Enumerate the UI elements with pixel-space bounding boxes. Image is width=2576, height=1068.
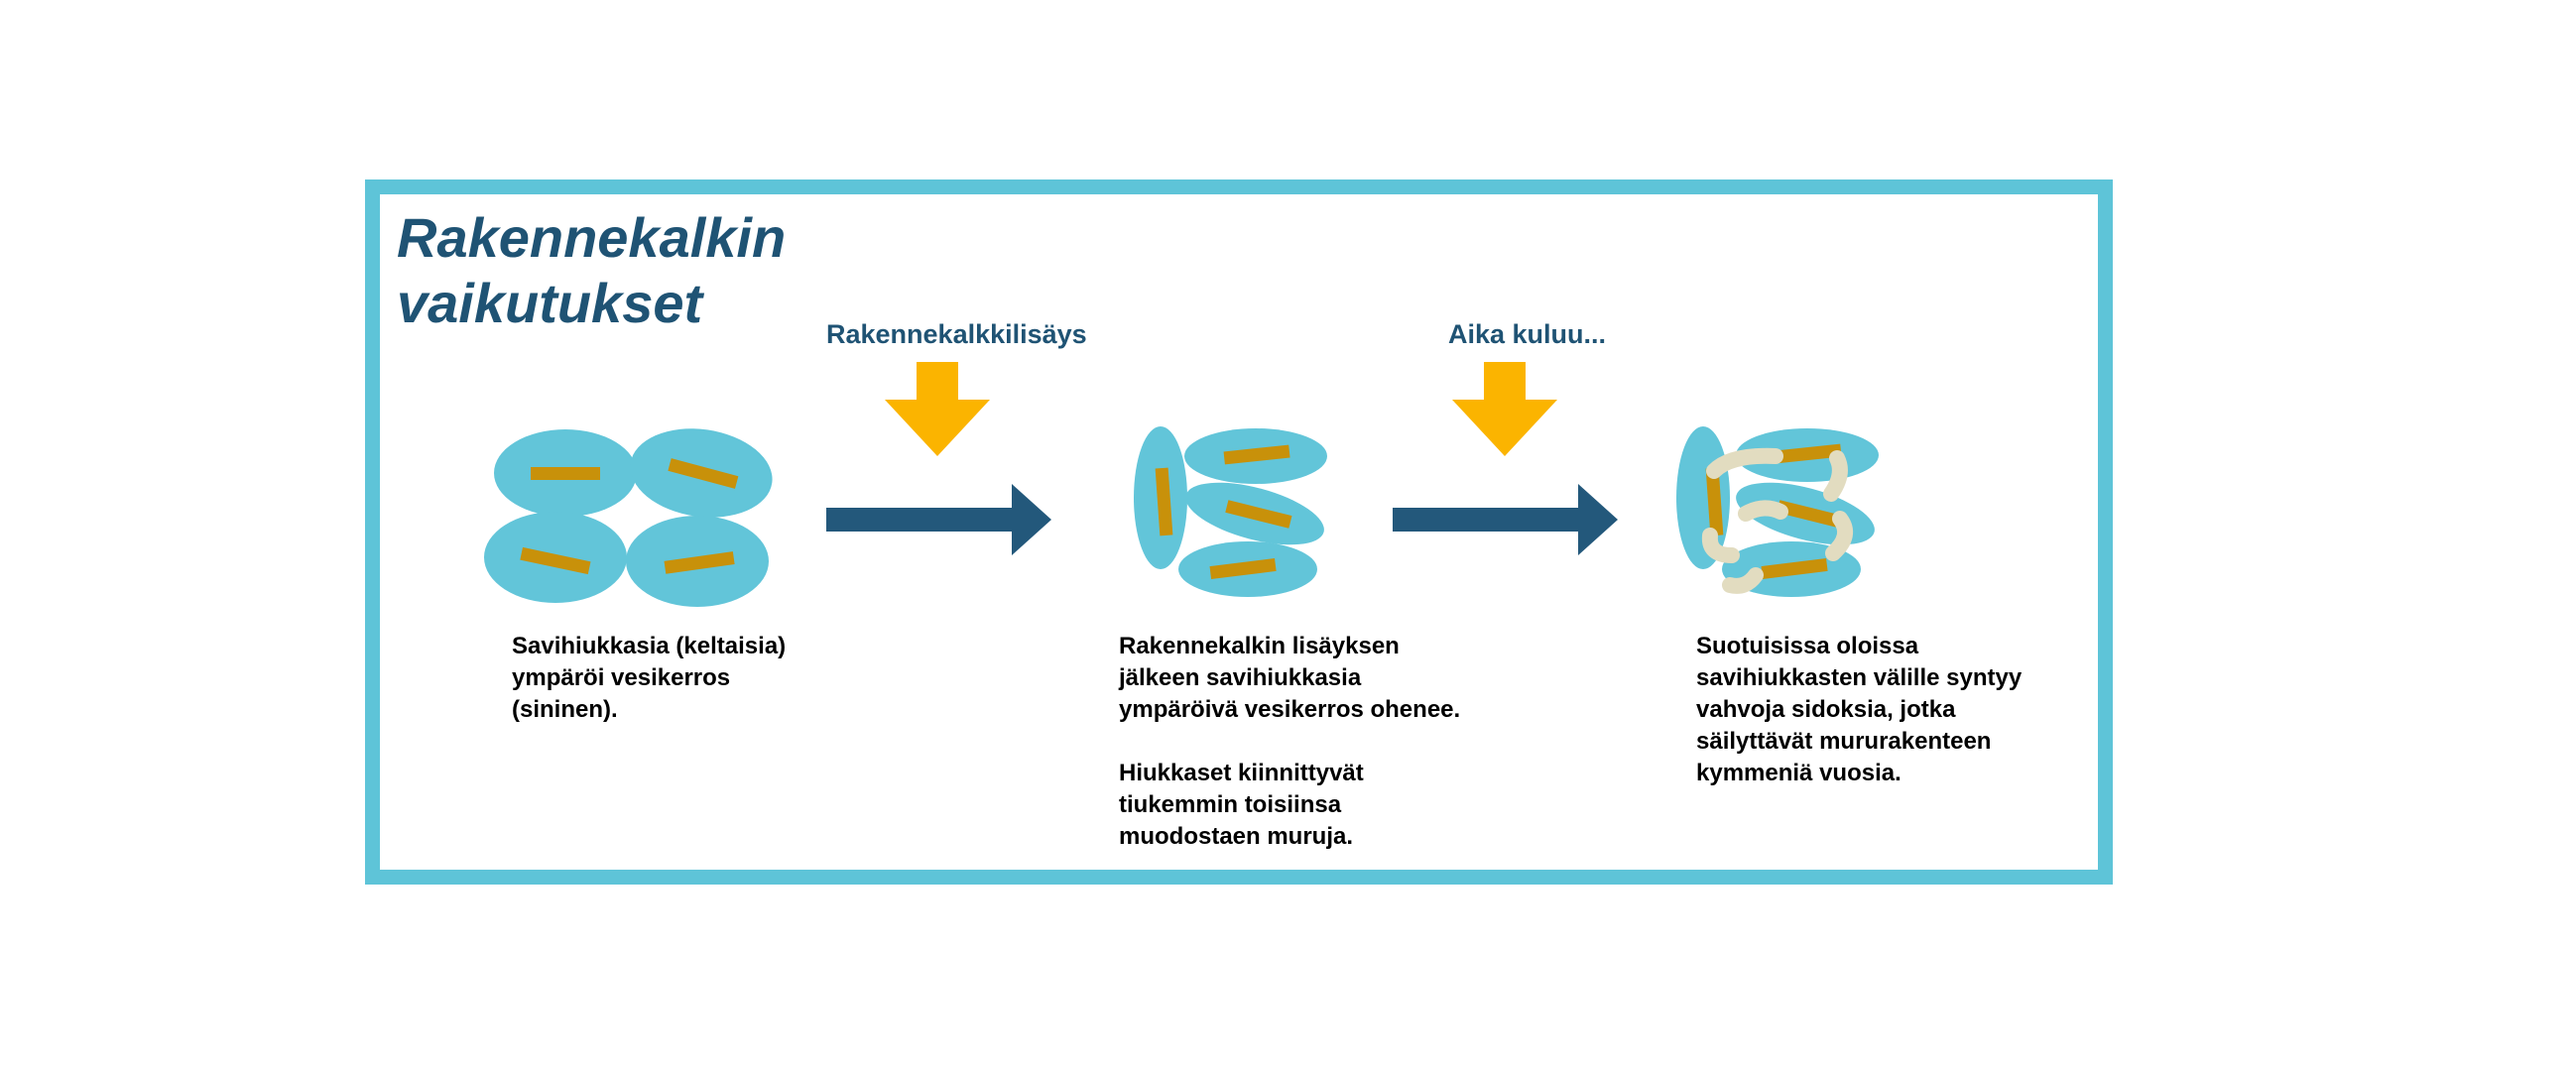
clay-particle [1223, 444, 1290, 465]
stage1-particles [484, 428, 773, 607]
caption-line: ympäröi vesikerros [512, 664, 731, 691]
time-passes-arrow [1452, 362, 1557, 456]
clay-particle [668, 458, 739, 489]
lime-addition-arrow [885, 362, 990, 456]
diagram-title: Rakennekalkin vaikutukset [397, 205, 786, 336]
clay-particle [1155, 467, 1173, 536]
caption-line: (sininen). [512, 696, 618, 723]
clay-particle [1225, 500, 1292, 529]
caption-line: Hiukkaset kiinnittyvät [1119, 760, 1364, 786]
lime-bond [1825, 511, 1854, 561]
step-label-time: Aika kuluu... [1448, 319, 1607, 349]
caption-line: Rakennekalkin lisäyksen [1119, 633, 1400, 659]
lime-bond [1722, 567, 1764, 594]
title-line: vaikutukset [397, 272, 703, 334]
caption-stage3: Suotuisissa oloissa savihiukkasten välil… [1696, 631, 2022, 789]
caption-line: jälkeen savihiukkasia [1119, 664, 1362, 691]
clay-particle [1209, 558, 1277, 579]
caption-line: ympäröivä vesikerros ohenee. [1119, 696, 1461, 723]
clay-particle [664, 551, 735, 574]
clay-particle [1705, 467, 1724, 536]
clay-particle [1775, 443, 1842, 464]
caption-line: muodostaen muruja. [1119, 823, 1354, 850]
caption-line: Suotuisissa oloissa [1696, 633, 1919, 659]
caption-stage1: Savihiukkasia (keltaisia) ympäröi vesike… [512, 631, 786, 726]
clay-particle [531, 467, 600, 480]
caption-line: säilyttävät mururakenteen [1696, 728, 1992, 755]
caption-line: kymmeniä vuosia. [1696, 760, 1901, 786]
title-line: Rakennekalkin [397, 206, 787, 269]
caption-line: vahvoja sidoksia, jotka [1696, 696, 1956, 723]
lime-bond [1706, 447, 1783, 479]
process-arrow-1 [826, 484, 1051, 555]
process-arrow-2 [1393, 484, 1618, 555]
caption-line: savihiukkasten välille syntyy [1696, 664, 2023, 691]
lime-bond [1738, 500, 1788, 522]
caption-line: tiukemmin toisiinsa [1119, 791, 1342, 818]
step-label-addition: Rakennekalkkilisäys [826, 319, 1087, 349]
caption-line: Savihiukkasia (keltaisia) [512, 633, 787, 659]
caption-stage2: Rakennekalkin lisäyksen jälkeen savihiuk… [1119, 631, 1460, 853]
clay-particle [1761, 558, 1828, 579]
stage3-particles [1676, 426, 1879, 597]
lime-bonds [1701, 447, 1854, 594]
stage2-particles [1134, 426, 1327, 597]
lime-bond [1701, 528, 1740, 563]
lime-bond [1823, 450, 1848, 502]
caption-gap [1119, 726, 1460, 758]
clay-particle [520, 546, 591, 575]
clay-particle [1777, 500, 1844, 529]
